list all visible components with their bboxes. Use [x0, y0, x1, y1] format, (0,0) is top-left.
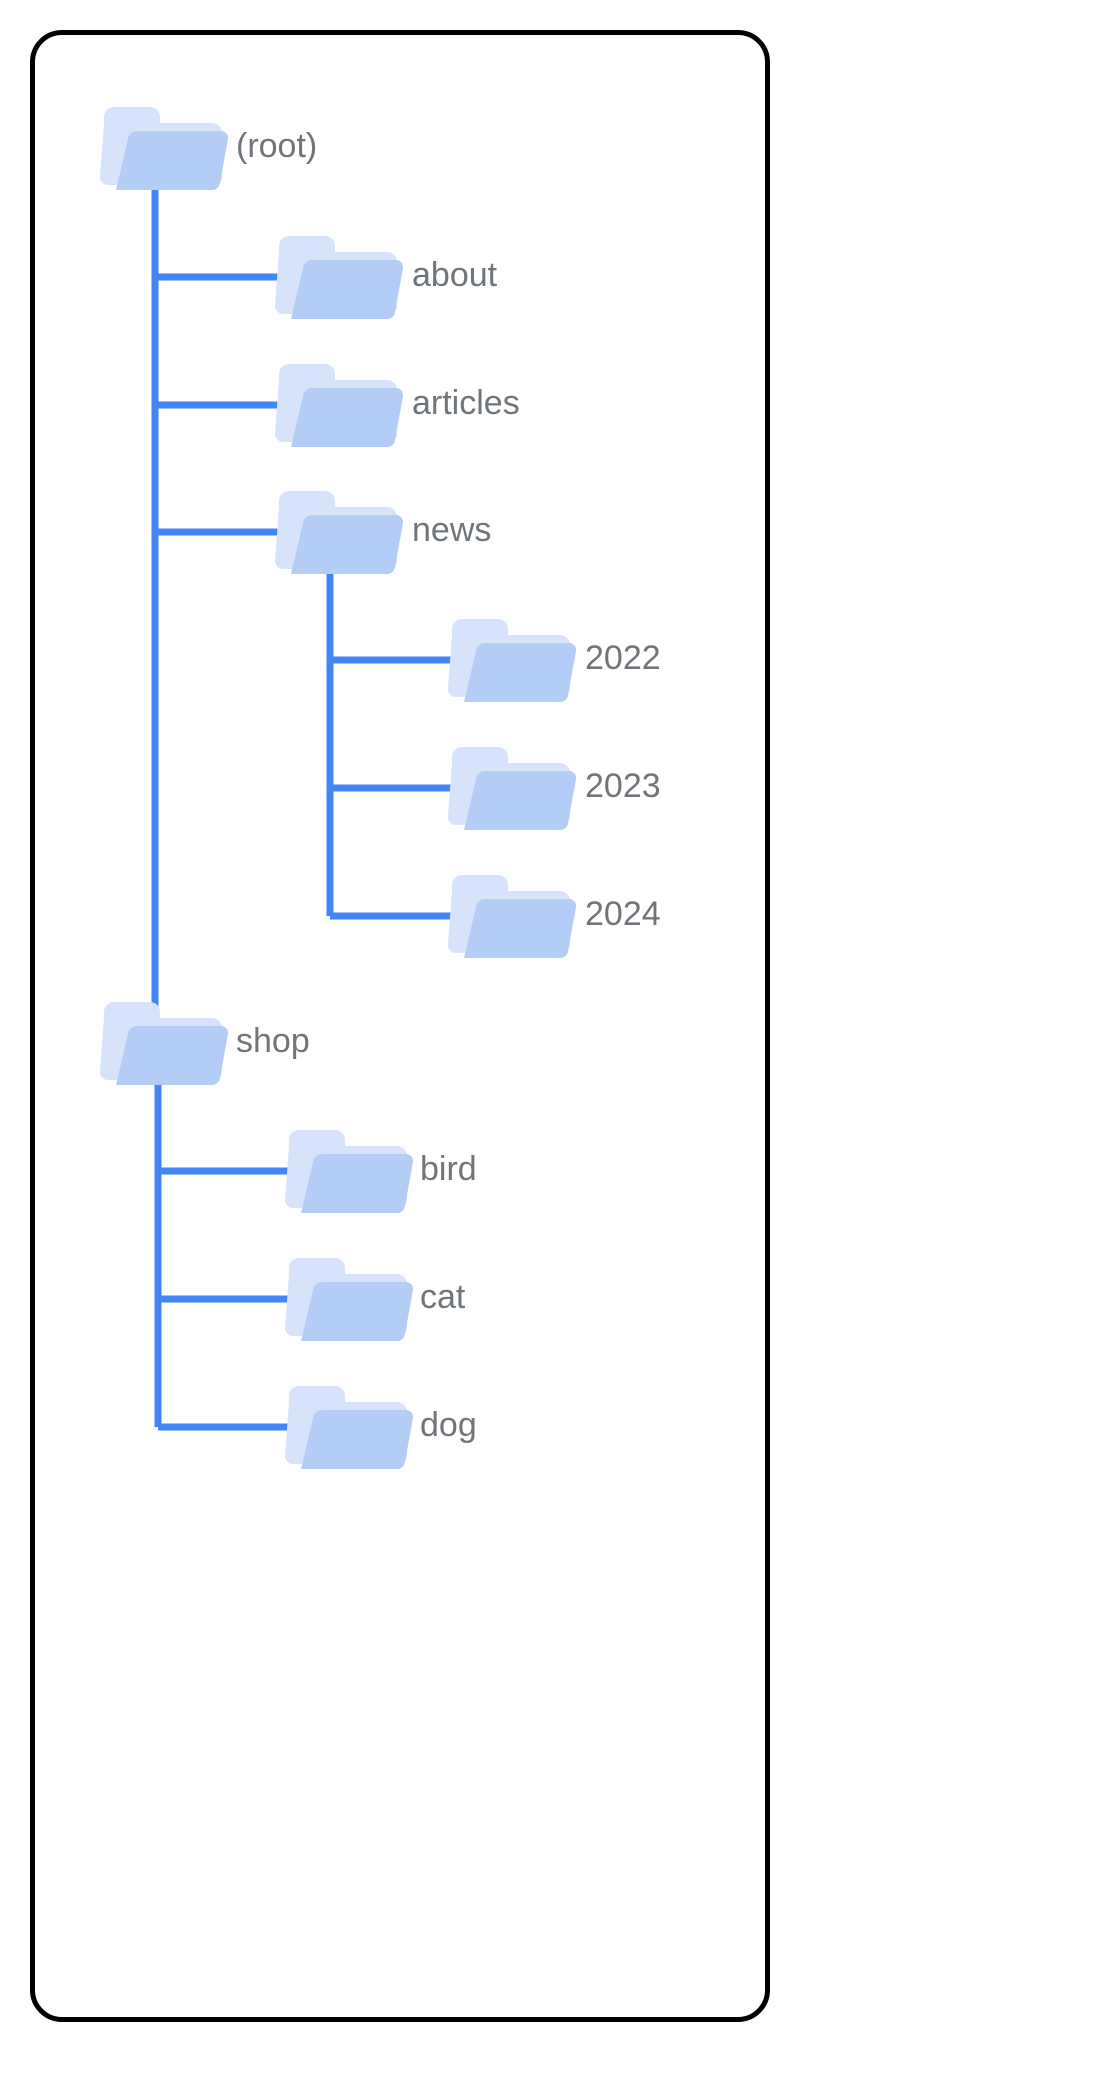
folder-label-dog[interactable]: dog: [420, 1406, 477, 1444]
folder-label-news[interactable]: news: [412, 511, 491, 549]
folder-label-shop[interactable]: shop: [236, 1022, 310, 1060]
folder-icon-shop[interactable]: [100, 1002, 229, 1086]
folder-icon-dog[interactable]: [285, 1386, 414, 1470]
folder-icon-about[interactable]: [275, 236, 404, 320]
node-label-layer: (root) about articles news 2022 2023 2024 shop b…: [236, 127, 661, 1444]
folder-icon-bird[interactable]: [285, 1130, 414, 1214]
folder-icon-2024[interactable]: [448, 875, 577, 959]
folder-icon-news[interactable]: [275, 491, 404, 575]
folder-icon-root[interactable]: [100, 107, 229, 191]
folder-icon-cat[interactable]: [285, 1258, 414, 1342]
folder-label-articles[interactable]: articles: [412, 384, 520, 422]
folder-label-root[interactable]: (root): [236, 127, 317, 165]
folder-icon-2022[interactable]: [448, 619, 577, 703]
connector-layer: [116, 185, 464, 1431]
folder-label-2023[interactable]: 2023: [585, 767, 661, 805]
folder-icon-2023[interactable]: [448, 747, 577, 831]
folder-label-2024[interactable]: 2024: [585, 895, 661, 933]
folder-label-2022[interactable]: 2022: [585, 639, 661, 677]
folder-icon-articles[interactable]: [275, 364, 404, 448]
folder-label-cat[interactable]: cat: [420, 1278, 466, 1316]
folder-label-about[interactable]: about: [412, 256, 498, 294]
folder-label-bird[interactable]: bird: [420, 1150, 477, 1188]
